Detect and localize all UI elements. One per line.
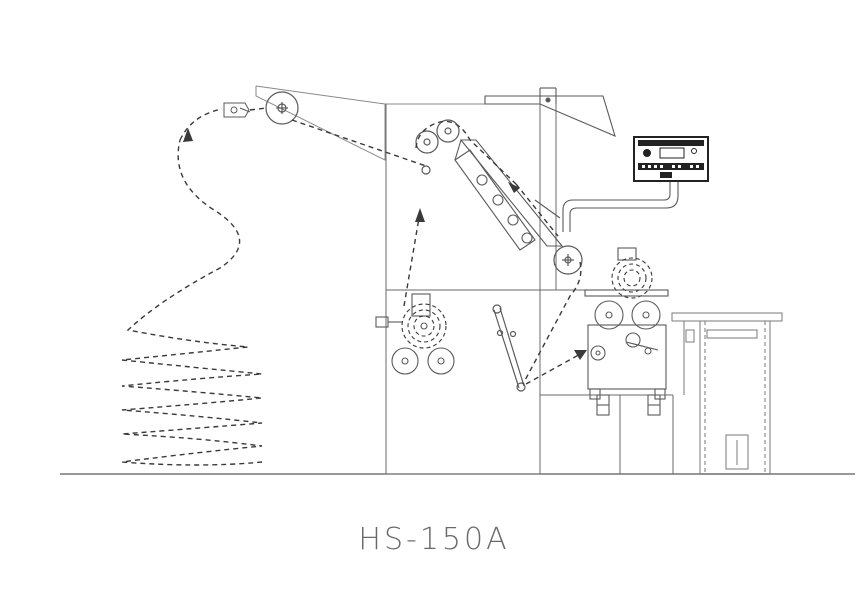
main-frame — [385, 90, 674, 475]
upper-frame — [255, 85, 540, 161]
folding-unit — [584, 247, 669, 416]
top-plate — [484, 87, 616, 137]
inclined-conveyor — [454, 139, 564, 251]
conveyor-bottom-roller — [553, 245, 583, 275]
swing-arm — [492, 304, 526, 392]
model-label: HS-150A — [358, 522, 510, 557]
control-panel — [633, 136, 709, 182]
path-arrows — [183, 128, 587, 360]
lower-left-roller-assembly — [375, 293, 455, 375]
fabric-path — [121, 107, 585, 466]
conduit-pipe — [562, 180, 679, 232]
entry-roller — [265, 91, 299, 125]
output-bin — [671, 312, 783, 475]
upper-pulleys — [415, 119, 460, 175]
guide-bracket — [223, 102, 251, 118]
